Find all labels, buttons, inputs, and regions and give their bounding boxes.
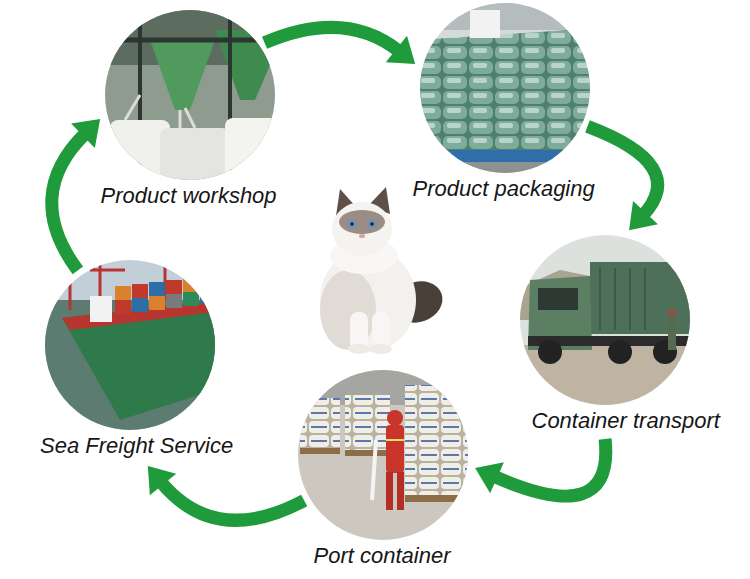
truck-photo-part [629,268,631,330]
ship-photo-part [166,280,182,294]
port-photo-part [300,398,340,448]
arrow-shaft [493,439,605,496]
truck-photo-part [608,340,632,364]
ship-photo-part [90,296,112,322]
packaging-photo-part [418,28,600,160]
port-photo-part [405,495,475,502]
arrow-shaft [160,481,304,520]
packaging-photo-part [470,10,500,38]
photo-circle [105,10,275,180]
port-photo-part [300,448,340,454]
truck-photo-part [590,262,695,334]
truck-photo-part [667,308,677,318]
photo-circle [520,235,690,405]
ship-photo-part [132,298,148,312]
workshop-photo-part [225,118,280,188]
workshop-photo-part [100,38,280,43]
ship-photo-part [183,278,199,292]
photo-circle [420,3,590,173]
ship-photo-part [115,300,131,314]
process-node: Product workshop [101,10,280,208]
port-photo [295,365,475,545]
port-photo-part [345,395,390,450]
cycle-arrow [52,119,100,270]
ship-photo-part [200,290,216,304]
cat-illustration-part [350,222,354,226]
port-photo-part [345,450,390,456]
port-photo-part [295,365,475,545]
cycle-arrow [475,439,606,496]
arrow-shaft [52,133,86,270]
cat-illustration-part [348,220,357,229]
truck-photo [515,230,695,415]
ship-photo-part [132,284,148,298]
truck-photo-part [668,318,676,350]
port-photo-part [386,425,404,473]
truck-photo-part [538,288,578,310]
cycle-arrow [265,27,416,64]
arrow-head [148,466,176,495]
node-label: Port container [314,543,451,568]
port-photo-part [387,410,403,426]
ship-photo-part [62,300,215,420]
workshop-photo-part [185,108,195,128]
truck-photo-part [614,268,616,330]
arrow-shaft [587,126,657,215]
process-node: Sea Freight Service [40,260,236,458]
truck-photo-part [538,340,562,364]
ship-photo-part [183,292,199,306]
truck-photo-part [599,268,601,330]
node-label: Container transport [532,408,720,433]
port-photo-part [405,385,475,495]
process-node: Port container [298,370,468,568]
cycle-arrow [148,466,304,520]
port-photo-part [386,472,393,510]
cat-illustration-part [359,234,365,238]
port-photo-part [386,439,404,441]
node-label: Product packaging [413,176,595,201]
workshop-photo [100,5,285,190]
ship-photo-part [149,282,165,296]
photo-circle [45,260,215,430]
packaging-photo-part [415,0,595,30]
node-label: Sea Freight Service [40,433,233,458]
cat-illustration-part [339,210,385,234]
cat-illustration-part [332,202,392,256]
workshop-photo-part [179,110,182,130]
workshop-photo-part [125,95,140,120]
cat-illustration-part [370,344,392,354]
packaging-photo [415,0,608,182]
cat-illustration-part [368,220,377,229]
photo-circle [298,370,468,540]
process-node: Container transport [520,235,723,433]
cycle-arrow [587,126,657,230]
arrow-head [71,119,100,148]
workshop-photo-part [150,40,215,110]
cat-illustration-part [370,222,374,226]
port-photo-part [372,440,376,500]
cat-illustration [320,187,448,354]
cat-illustration-part [320,270,376,350]
ship-photo [40,255,220,440]
arrow-shaft [265,27,400,51]
arrow-head [386,36,415,64]
ship-photo-part [166,294,182,308]
cat-illustration-part [348,344,370,354]
arrow-head [475,462,504,493]
truck-photo-part [644,268,646,330]
ship-photo-part [90,269,125,272]
arrow-head [629,201,658,230]
node-label: Product workshop [101,183,277,208]
process-node: Product packaging [413,3,598,201]
packaging-photo-part [418,150,608,162]
ship-photo-part [149,296,165,310]
ship-photo-part [40,300,220,440]
port-photo-part [397,472,404,510]
workshop-photo-part [160,128,230,190]
ship-photo-part [115,286,131,300]
